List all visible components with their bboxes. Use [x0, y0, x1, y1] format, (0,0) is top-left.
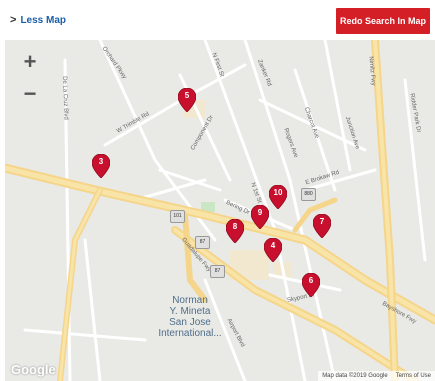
- map-pin-icon: [269, 185, 287, 209]
- map-pin-icon: [264, 238, 282, 262]
- map-marker-4[interactable]: 4: [264, 238, 282, 262]
- map-attribution: Map data ©2019 Google Terms of Use: [318, 371, 435, 381]
- map-marker-3[interactable]: 3: [92, 154, 110, 178]
- highway-shield: 101: [170, 210, 185, 223]
- map-marker-9[interactable]: 9: [251, 205, 269, 229]
- map-pin-icon: [313, 214, 331, 238]
- map-marker-5[interactable]: 5: [178, 88, 196, 112]
- map-pin-icon: [226, 219, 244, 243]
- map-pin-icon: [302, 273, 320, 297]
- map-pin-icon: [92, 154, 110, 178]
- map-toolbar: > Less Map Redo Search In Map: [0, 0, 435, 40]
- less-map-link[interactable]: > Less Map: [10, 12, 66, 28]
- zoom-controls: + −: [15, 46, 45, 110]
- google-logo: Google: [11, 362, 56, 377]
- redo-search-button[interactable]: Redo Search In Map: [336, 8, 430, 34]
- less-map-label: Less Map: [20, 14, 67, 26]
- map-marker-6[interactable]: 6: [302, 273, 320, 297]
- map-roads: [5, 40, 435, 381]
- map-data-text: Map data ©2019 Google: [322, 373, 388, 379]
- terms-of-use-link[interactable]: Terms of Use: [395, 373, 431, 379]
- map-pin-icon: [178, 88, 196, 112]
- highway-shield: 87: [210, 265, 225, 278]
- map-canvas[interactable]: + − De La Cruz Blvd Orchard Pkwy W Trimb…: [5, 40, 435, 381]
- zoom-in-button[interactable]: +: [23, 49, 37, 74]
- highway-shield: 87: [195, 236, 210, 249]
- map-marker-8[interactable]: 8: [226, 219, 244, 243]
- zoom-out-button[interactable]: −: [23, 81, 37, 106]
- highway-shield: 880: [301, 188, 316, 201]
- chevron-right-icon: >: [10, 14, 17, 26]
- map-marker-10[interactable]: 10: [269, 185, 287, 209]
- airport-label: Norman Y. Mineta San Jose International.…: [158, 295, 222, 339]
- map-marker-7[interactable]: 7: [313, 214, 331, 238]
- map-pin-icon: [251, 205, 269, 229]
